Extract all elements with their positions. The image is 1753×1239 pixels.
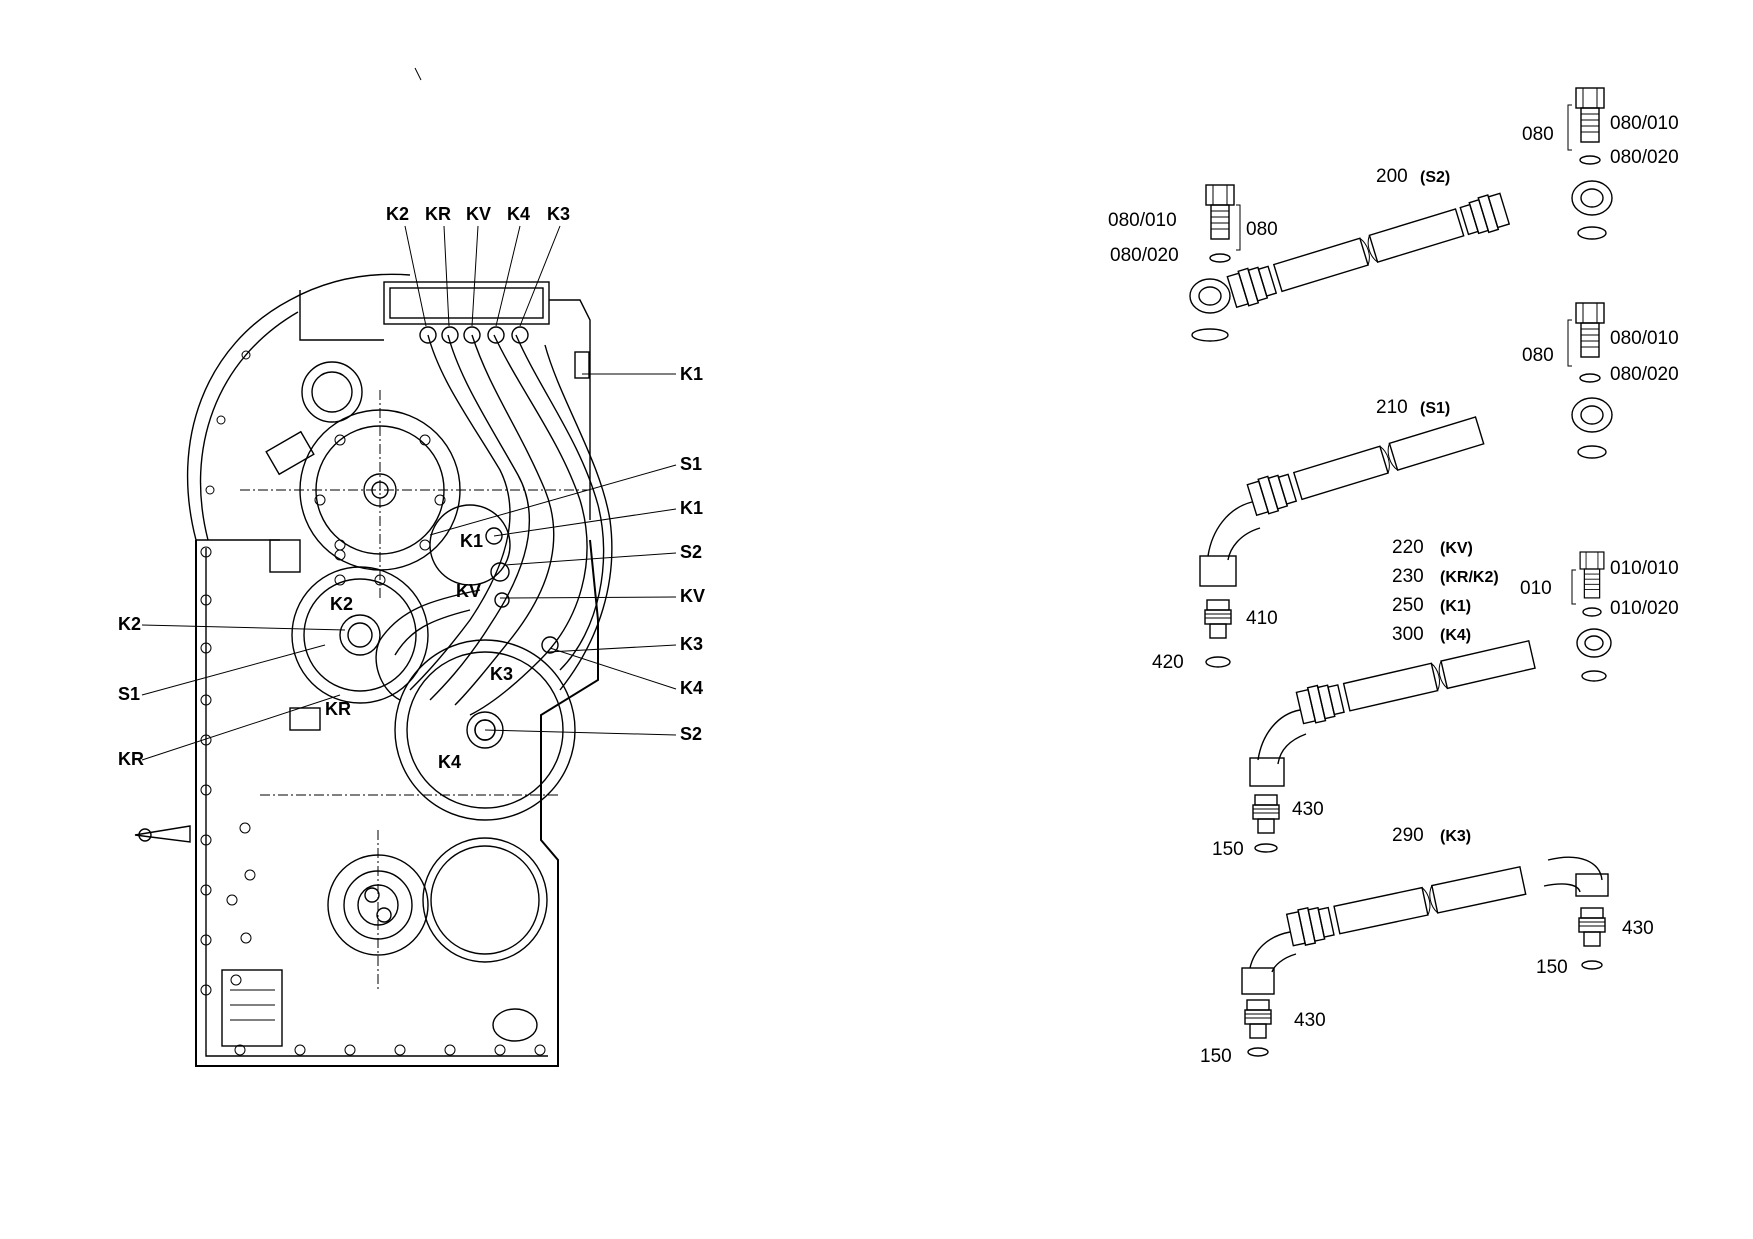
group-bolt-b: 010/020 xyxy=(1610,598,1679,619)
callout-kv: KV xyxy=(680,586,705,606)
part-200-hose: 200 (S2) 080 080/010 080/020 080 080/010… xyxy=(1108,87,1679,342)
part-group-hose: 220 (KV) 230 (KR/K2) 250 (K1) 300 (K4) 0… xyxy=(1212,537,1679,860)
part-210-hose: 210 (S1) 080 080/010 080/020 410 420 xyxy=(1152,302,1679,673)
inner-label-k4: K4 xyxy=(438,752,461,772)
callout-s1: S1 xyxy=(680,454,702,474)
callout-k1-top: K1 xyxy=(680,364,703,384)
group-220-number: 220 xyxy=(1392,537,1424,558)
part-210-fitting: 410 xyxy=(1246,608,1278,629)
top-label-kv: KV xyxy=(466,204,491,224)
callout-k4: K4 xyxy=(680,678,703,698)
part-200-number: 200 xyxy=(1376,166,1408,187)
top-label-k3: K3 xyxy=(547,204,570,224)
part-200-right-b: 080/020 xyxy=(1610,147,1679,168)
part-210-number: 210 xyxy=(1376,397,1408,418)
part-290-ring-right: 150 xyxy=(1536,957,1568,978)
top-label-kr: KR xyxy=(425,204,451,224)
group-ring: 150 xyxy=(1212,839,1244,860)
part-200-right-bolt: 080 xyxy=(1522,124,1554,145)
part-290-fitting-left: 430 xyxy=(1294,1010,1326,1031)
part-210-ring: 420 xyxy=(1152,652,1184,673)
inner-label-k1: K1 xyxy=(460,531,483,551)
left-callouts: K2 S1 KR xyxy=(118,614,346,769)
inner-label-k3: K3 xyxy=(490,664,513,684)
part-290-fitting-right: 430 xyxy=(1622,918,1654,939)
group-300-code: (K4) xyxy=(1440,627,1471,644)
callout-kr-left: KR xyxy=(118,749,144,769)
bolt-holes xyxy=(200,546,546,1056)
part-200-left-b: 080/020 xyxy=(1110,245,1179,266)
group-250-code: (K1) xyxy=(1440,598,1471,615)
callout-k3: K3 xyxy=(680,634,703,654)
group-230-number: 230 xyxy=(1392,566,1424,587)
part-200-right-a: 080/010 xyxy=(1610,113,1679,134)
part-290-code: (K3) xyxy=(1440,828,1471,845)
group-fitting: 430 xyxy=(1292,799,1324,820)
group-300-number: 300 xyxy=(1392,624,1424,645)
part-290-number: 290 xyxy=(1392,825,1424,846)
group-bolt: 010 xyxy=(1520,578,1552,599)
callout-s2-low: S2 xyxy=(680,724,702,744)
top-label-k4: K4 xyxy=(507,204,530,224)
transmission-housing xyxy=(134,67,599,1067)
part-290-ring-left: 150 xyxy=(1200,1046,1232,1067)
part-200-code: (S2) xyxy=(1420,169,1450,186)
part-200-left-bolt: 080 xyxy=(1246,219,1278,240)
inner-label-k2: K2 xyxy=(330,594,353,614)
group-230-code: (KR/K2) xyxy=(1440,569,1499,586)
inner-label-kr: KR xyxy=(325,699,351,719)
inner-labels: K1 KV K2 K3 KR K4 xyxy=(325,531,513,772)
part-210-bolt: 080 xyxy=(1522,345,1554,366)
part-210-b: 080/020 xyxy=(1610,364,1679,385)
hose-bundle xyxy=(375,326,613,741)
callout-k2-left: K2 xyxy=(118,614,141,634)
part-290-hose: 290 (K3) 430 150 430 150 xyxy=(1200,825,1654,1067)
callout-s2: S2 xyxy=(680,542,702,562)
part-200-left-a: 080/010 xyxy=(1108,210,1177,231)
part-210-code: (S1) xyxy=(1420,400,1450,417)
right-callouts: K1 S1 K1 S2 KV K3 K4 S2 xyxy=(429,364,705,744)
inner-label-kv: KV xyxy=(456,581,481,601)
group-250-number: 250 xyxy=(1392,595,1424,616)
callout-k1: K1 xyxy=(680,498,703,518)
top-label-k2: K2 xyxy=(386,204,409,224)
group-220-code: (KV) xyxy=(1440,540,1473,557)
top-connection-labels: K2 KR KV K4 K3 xyxy=(386,204,570,327)
callout-s1-left: S1 xyxy=(118,684,140,704)
part-210-a: 080/010 xyxy=(1610,328,1679,349)
group-bolt-a: 010/010 xyxy=(1610,558,1679,579)
